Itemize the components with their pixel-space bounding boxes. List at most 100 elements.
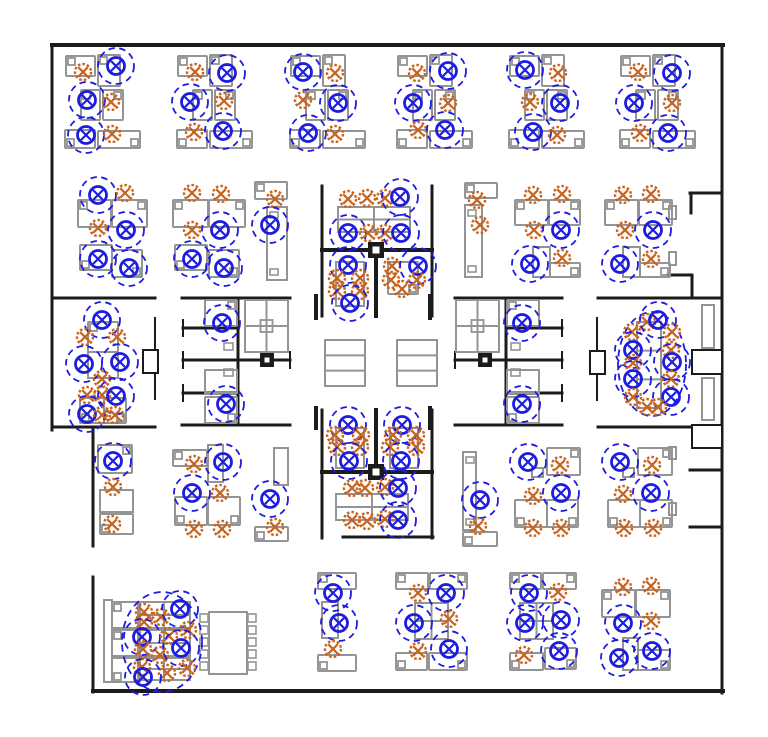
coverage-radius <box>107 211 145 249</box>
marker-x <box>471 194 483 206</box>
occupancy-marker-orange <box>210 483 230 503</box>
marker-x <box>555 224 567 236</box>
marker-x <box>329 128 341 140</box>
coverage-radius <box>542 211 580 249</box>
coverage-radius <box>649 114 687 152</box>
occupancy-marker-orange <box>613 185 633 205</box>
coverage-radius <box>173 474 211 512</box>
desk-return <box>685 138 694 147</box>
coverage-radius <box>124 658 162 696</box>
marker-x <box>120 224 132 236</box>
marker-x <box>269 193 281 205</box>
occupancy-marker-blue <box>180 92 200 112</box>
marker-x <box>528 224 540 236</box>
desk-return <box>566 574 575 583</box>
marker-x <box>385 274 397 286</box>
occupancy-marker-orange <box>408 583 428 603</box>
occupancy-marker-orange <box>406 437 426 457</box>
desk <box>635 589 671 618</box>
marker-x <box>264 493 276 505</box>
marker-x <box>188 126 200 138</box>
marker-x <box>412 260 424 272</box>
marker-x <box>214 487 226 499</box>
marker-x <box>96 409 108 421</box>
marker-x <box>333 617 345 629</box>
desk-return <box>660 267 669 276</box>
desk-return <box>179 57 188 66</box>
desk <box>639 499 673 528</box>
desk-return <box>609 517 618 526</box>
occupancy-marker-blue <box>404 613 424 633</box>
marker-x <box>216 523 228 535</box>
wall-junction-core <box>372 246 380 254</box>
desk-return <box>122 446 131 455</box>
marker-x <box>555 487 567 499</box>
marker-x <box>666 97 678 109</box>
desk-return <box>256 531 265 540</box>
occupancy-marker-blue <box>408 256 428 276</box>
occupancy-marker-blue <box>391 451 411 471</box>
occupancy-marker-orange <box>383 425 403 445</box>
occupancy-marker-orange <box>327 268 347 288</box>
marker-x <box>632 66 644 78</box>
coverage-radius <box>289 114 327 152</box>
marker-x <box>552 586 564 598</box>
desk <box>322 130 366 149</box>
marker-x <box>645 487 657 499</box>
marker-x <box>216 317 228 329</box>
coverage-radius <box>208 54 246 92</box>
marker-x <box>218 262 230 274</box>
marker-x <box>119 187 131 199</box>
marker-x <box>96 389 108 401</box>
marker-x <box>186 253 198 265</box>
marker-x <box>107 481 119 493</box>
marker-x <box>106 518 118 530</box>
chair <box>199 625 209 635</box>
occupancy-marker-orange <box>641 184 661 204</box>
occupancy-marker-orange <box>520 92 540 112</box>
occupancy-marker-blue <box>293 62 313 82</box>
marker-x <box>412 645 424 657</box>
desk-return <box>568 517 577 526</box>
marker-x <box>523 587 535 599</box>
occupancy-marker-orange <box>552 248 572 268</box>
coverage-radius <box>601 245 639 283</box>
occupancy-marker-blue <box>624 93 644 113</box>
coverage-radius <box>633 632 671 670</box>
marker-x <box>269 521 281 533</box>
door <box>691 349 723 375</box>
coverage-radius <box>509 443 547 481</box>
marker-x <box>440 587 452 599</box>
desk-return <box>113 672 122 681</box>
desk <box>396 129 428 149</box>
occupancy-marker-orange <box>375 509 395 529</box>
coverage-radius <box>461 481 499 519</box>
marker-x <box>361 515 373 527</box>
marker-x <box>439 124 451 136</box>
marker-x <box>472 520 484 532</box>
marker-x <box>105 96 117 108</box>
coverage-radius <box>314 574 352 612</box>
desk-return <box>319 574 328 583</box>
occupancy-marker-orange <box>105 405 125 425</box>
occupancy-marker-blue <box>210 220 230 240</box>
marker-x <box>137 671 149 683</box>
occupancy-marker-orange <box>547 125 567 145</box>
furniture <box>273 447 289 486</box>
marker-x <box>214 224 226 236</box>
occupancy-marker-orange <box>357 511 377 531</box>
marker-x <box>111 331 123 343</box>
occupancy-marker-blue <box>388 510 408 530</box>
coverage-radius <box>65 345 103 383</box>
occupancy-marker-blue <box>551 610 571 630</box>
marker-x <box>554 97 566 109</box>
occupancy-marker-orange <box>107 327 127 347</box>
desk-return <box>174 201 183 210</box>
coverage-radius <box>510 574 548 612</box>
marker-x <box>617 189 629 201</box>
desk-return <box>621 138 630 147</box>
occupancy-marker-blue <box>328 93 348 113</box>
marker-x <box>79 331 91 343</box>
